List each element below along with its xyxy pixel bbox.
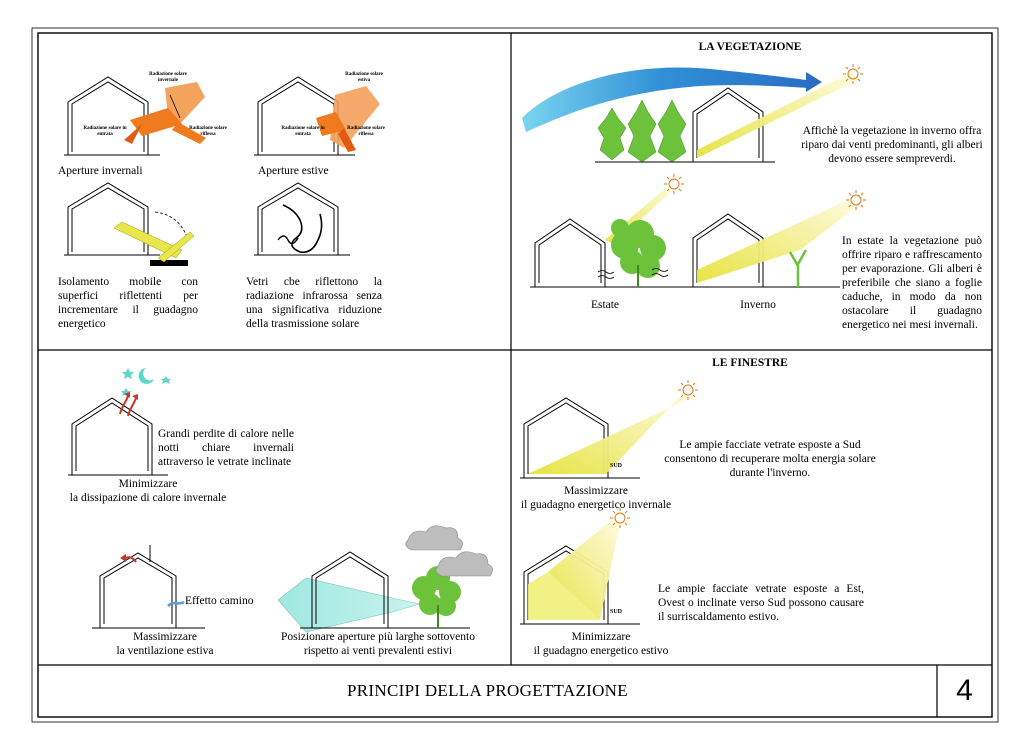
text-aperture-sottovento: Posizionare aperture più larghe sottoven… (281, 631, 475, 657)
label-sud-2: SUD (610, 609, 623, 615)
sun-icon-inverno (846, 190, 866, 210)
caption-massimizzare-ventilazione: Massimizzare la ventilazione estiva (116, 631, 214, 657)
heading-finestre: LE FINESTRE (712, 357, 788, 369)
house-vegetazione-inverno (595, 72, 858, 163)
caption-aperture-estive: Aperture estive (258, 165, 329, 177)
sun-icon-finestre-1 (678, 380, 698, 400)
label-inverno: Inverno (740, 299, 776, 311)
wind-arrow-cyan (277, 577, 421, 633)
text-vetri: Vetri cbe riflettono la radiazione infra… (246, 276, 382, 330)
text-vegetazione-estate: In estate la vegetazione può offrire rip… (842, 235, 982, 331)
text-vegetazione-inverno: Affichè la vegetazione in inverno offra … (801, 125, 983, 165)
house-vetri (254, 182, 350, 256)
text-perdite-calore: Grandi perdite di calore nelle notti chi… (158, 428, 294, 468)
label-sud-1: SUD (610, 463, 623, 469)
wind-arrowhead (806, 72, 822, 92)
wind-arrow-blue (522, 67, 808, 132)
outer-border (31, 27, 999, 723)
house-estate (530, 186, 690, 288)
house-finestre-est-ovest (520, 518, 640, 625)
label-radiazione-riflessa-est: Radiazione solare riflessa (347, 126, 385, 137)
house-inverno (688, 198, 858, 288)
clouds (405, 525, 493, 577)
sun-icon-estate (664, 174, 684, 194)
text-isolamento-mobile: Isolamento mobile con superfici riflette… (58, 276, 198, 330)
label-radiazione-invernale: Radiazione solare invernale (149, 72, 187, 83)
footer-title: PRINCIPI DELLA PROGETTAZIONE (347, 681, 628, 700)
inner-border (37, 32, 993, 718)
house-ventilazione (92, 545, 205, 629)
page-number: 4 (956, 674, 973, 707)
label-estate: Estate (590, 299, 620, 311)
text-facciate-sud: Le ampie facciate vetrate esposte a Sud … (664, 439, 876, 479)
caption-aperture-invernali: Aperture invernali (58, 165, 143, 177)
house-dissipazione (68, 392, 168, 476)
label-radiazione-estiva: Radiazione solare estiva (345, 72, 383, 83)
caption-minimizzare-dissipazione: Minimizzare la dissipazione di calore in… (69, 478, 227, 504)
house-aperture-estive (254, 76, 380, 156)
house-isolamento (64, 182, 195, 266)
heading-vegetazione: LA VEGETAZIONE (698, 41, 802, 53)
caption-minimizzare-guadagno: Minimizzare il guadagno energetico estiv… (533, 631, 669, 657)
label-radiazione-entrata-inv: Radiazione solare in entrata (83, 126, 127, 137)
evergreen-trees (597, 99, 687, 163)
deciduous-tree-estate (611, 219, 666, 278)
night-sky-icons (121, 368, 171, 396)
house-finestre-sud (520, 392, 690, 479)
house-aperture-invernali (64, 76, 206, 156)
text-facciate-est-ovest: Le ampie facciate vetrate esposte a Est,… (658, 583, 864, 623)
label-effetto-camino: Effetto camino (185, 595, 254, 607)
sun-icon (843, 64, 863, 84)
label-radiazione-riflessa-inv: Radiazione solare riflessa (189, 126, 227, 137)
sun-icon-finestre-2 (610, 508, 630, 528)
label-radiazione-entrata-est: Radiazione solare in entrata (281, 126, 325, 137)
caption-massimizzare-guadagno: Massimizzare il guadagno energetico inve… (520, 485, 672, 511)
